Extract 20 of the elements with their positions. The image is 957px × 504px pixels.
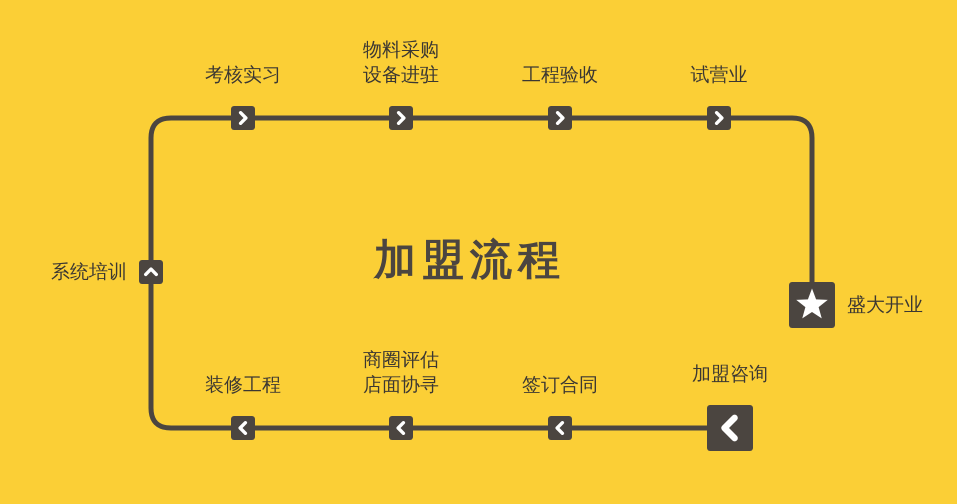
diagram-title: 加盟流程 (372, 234, 567, 286)
connector-line (572, 426, 707, 430)
step-label: 考核实习 (204, 63, 282, 88)
connector-line (255, 426, 389, 430)
connector-line (572, 116, 707, 120)
connector-line (413, 116, 548, 120)
step-label: 盛大开业 (847, 293, 924, 318)
step-label: 物料采购设备进驻 (362, 38, 440, 88)
connector-line (148, 284, 231, 430)
step-label: 工程验收 (521, 63, 599, 88)
step-label: 装修工程 (204, 373, 282, 398)
step-label: 加盟咨询 (691, 362, 769, 387)
connector-line (731, 116, 814, 282)
connector-line (255, 116, 389, 120)
connector-line (413, 426, 548, 430)
step-label: 系统培训 (50, 260, 127, 285)
connector-line (148, 116, 231, 260)
step-label: 试营业 (690, 63, 748, 88)
step-label: 商圈评估店面协寻 (362, 348, 440, 398)
step-label: 签订合同 (521, 373, 599, 398)
